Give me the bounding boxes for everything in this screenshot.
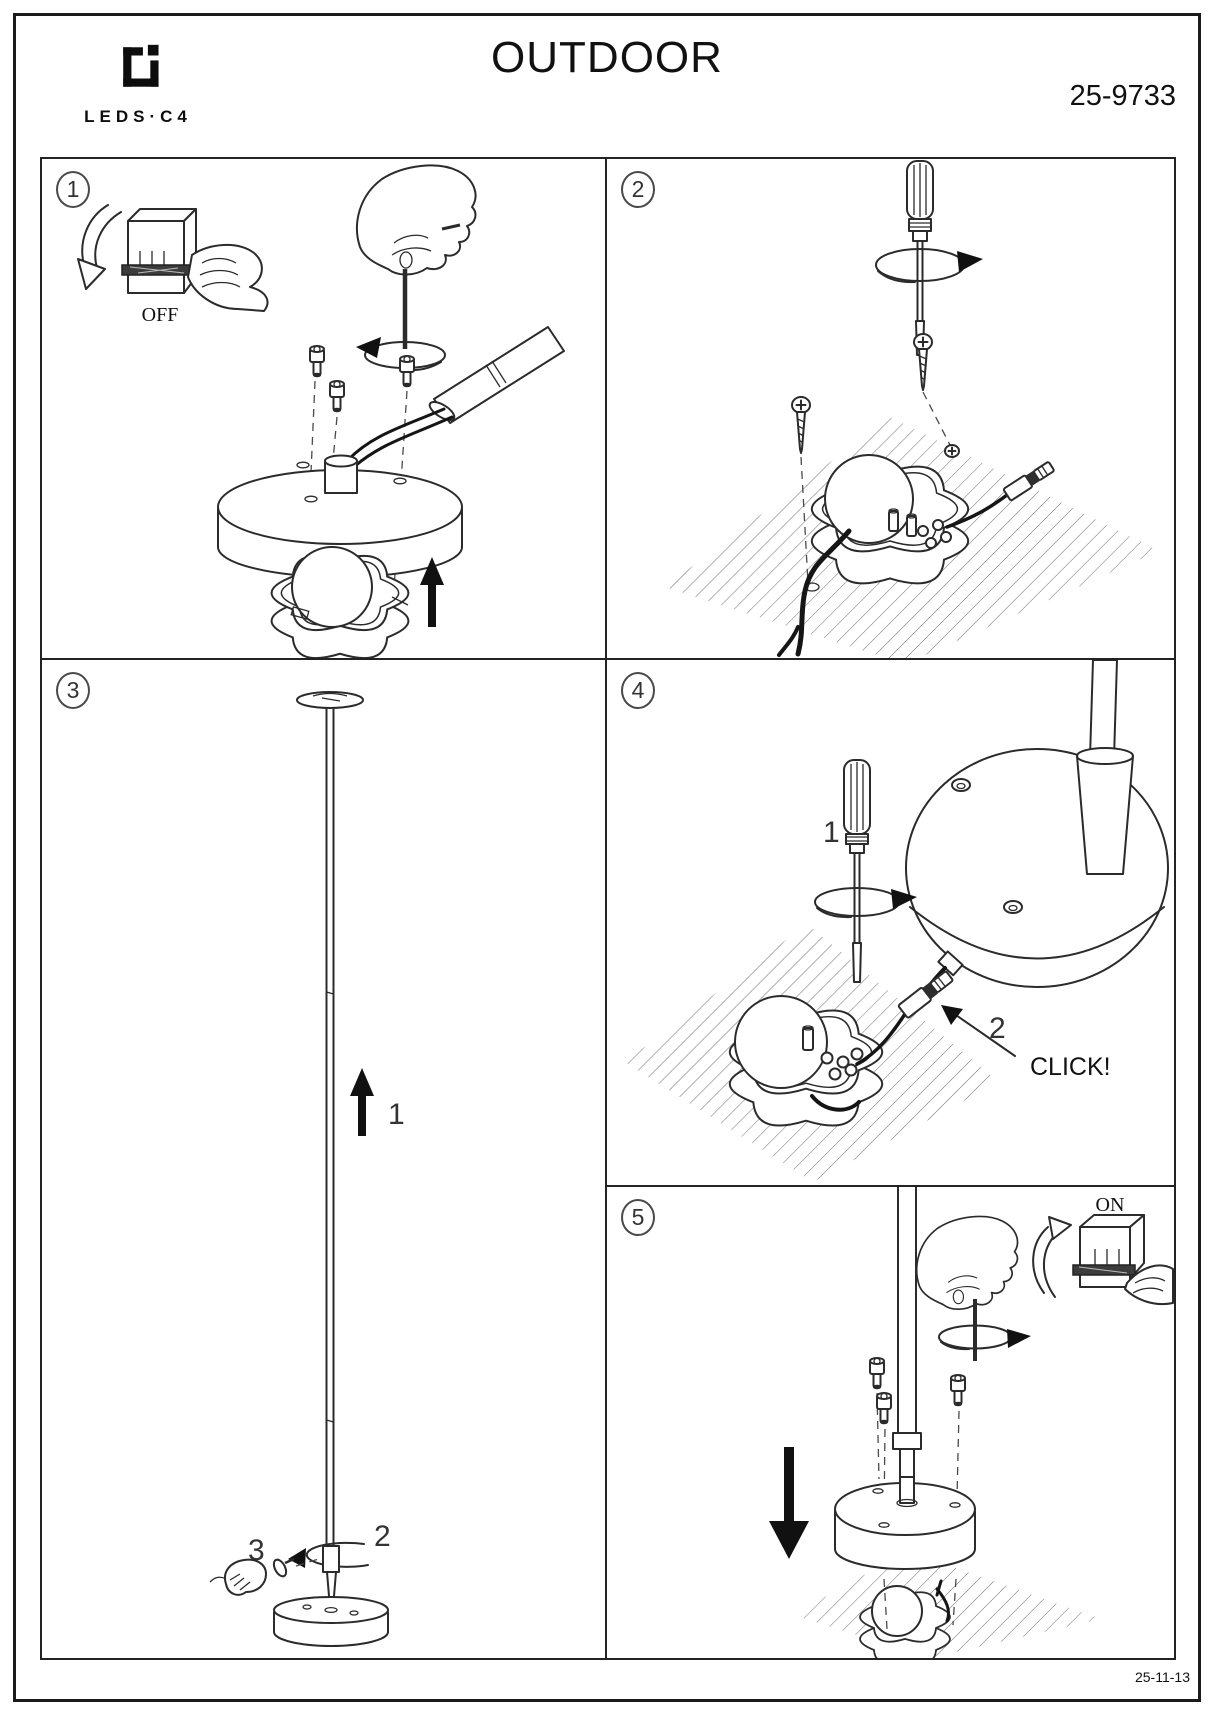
click-arrow-icon	[941, 1005, 1016, 1057]
junction-box-icon	[272, 547, 409, 658]
cover-plate-icon	[834, 1476, 976, 1570]
arrow-up-icon	[350, 1068, 374, 1136]
junction-box-icon	[805, 445, 968, 591]
step1-illustration: OFF	[77, 164, 565, 658]
guide-dashes	[876, 1392, 960, 1630]
junction-box-icon	[860, 1581, 950, 1658]
pole-icon	[892, 1187, 922, 1504]
connector-icon	[1002, 461, 1055, 502]
hand-icon	[1124, 1264, 1174, 1305]
mains-cable	[795, 528, 852, 657]
hand-icon	[187, 243, 269, 312]
rotation-arrow-icon	[938, 1324, 1031, 1351]
cover-plate-icon	[217, 454, 463, 578]
callout-2: 2	[374, 1520, 391, 1553]
fixture-base-icon	[905, 660, 1169, 988]
step-panel-2: 2	[605, 157, 1176, 660]
rotation-arrow-icon	[288, 1541, 369, 1568]
step-panel-4: 4	[605, 658, 1176, 1187]
step-number-badge: 3	[56, 672, 90, 709]
brand-bracket-icon	[123, 44, 159, 87]
wire	[945, 493, 1009, 529]
power-off-label: OFF	[142, 304, 179, 326]
base-plate-icon	[273, 1596, 389, 1647]
step-number-badge: 5	[621, 1199, 655, 1236]
step5-illustration: ON	[769, 1187, 1174, 1658]
screw-icon	[309, 345, 415, 413]
junction-box-icon	[730, 996, 882, 1125]
hand-allen-key-icon	[915, 1215, 1019, 1361]
callout-1: 1	[388, 1098, 405, 1131]
hand-part-icon	[209, 1557, 323, 1596]
step-panel-1: 1 OFF	[40, 157, 607, 660]
circuit-breaker-on-icon	[1032, 1214, 1174, 1305]
brand-logo: LEDS·C4	[78, 40, 198, 127]
arrow-down-icon	[769, 1447, 809, 1559]
page-title: OUTDOOR	[491, 33, 723, 82]
coupling-nut	[322, 1545, 340, 1573]
step-number-badge: 1	[56, 171, 90, 208]
rotation-arrow-icon	[875, 248, 983, 284]
power-on-label: ON	[1096, 1194, 1125, 1216]
callout-2: 2	[989, 1012, 1006, 1045]
callout-3: 3	[248, 1534, 265, 1567]
arrow-up-icon	[420, 557, 444, 627]
revision-date: 25-11-13	[1134, 1669, 1190, 1685]
connector-icon	[897, 970, 954, 1019]
step2-illustration	[665, 160, 1159, 658]
step4-illustration: 1 2 CLICK!	[625, 660, 1169, 1182]
step-number-badge: 2	[621, 171, 655, 208]
pole-stub-icon	[428, 326, 565, 424]
screwdriver-icon	[906, 160, 934, 356]
wire	[353, 415, 454, 468]
screw-icon	[791, 333, 933, 454]
guide-dashes	[800, 391, 952, 584]
page-frame	[13, 13, 1201, 1702]
rotation-arrow-icon	[814, 887, 917, 919]
click-label: CLICK!	[1030, 1053, 1111, 1081]
hand-allen-key-icon	[356, 164, 477, 349]
callout-1: 1	[823, 816, 840, 849]
step3-illustration: 1 2 3	[209, 691, 405, 1647]
pole-icon	[296, 691, 364, 1547]
brand-wordmark: LEDS·C4	[84, 107, 192, 126]
screwdriver-icon	[843, 759, 871, 983]
screw-icon	[869, 1357, 966, 1425]
step-panel-3: 3 1 2 3	[40, 658, 607, 1660]
mains-cable	[777, 625, 800, 657]
wire	[855, 1012, 907, 1066]
product-code: 25-9733	[1069, 80, 1176, 112]
circuit-breaker-off-icon	[77, 204, 269, 312]
step-number-badge: 4	[621, 672, 655, 709]
wire	[346, 407, 446, 462]
step-panel-5: 5	[605, 1185, 1176, 1660]
